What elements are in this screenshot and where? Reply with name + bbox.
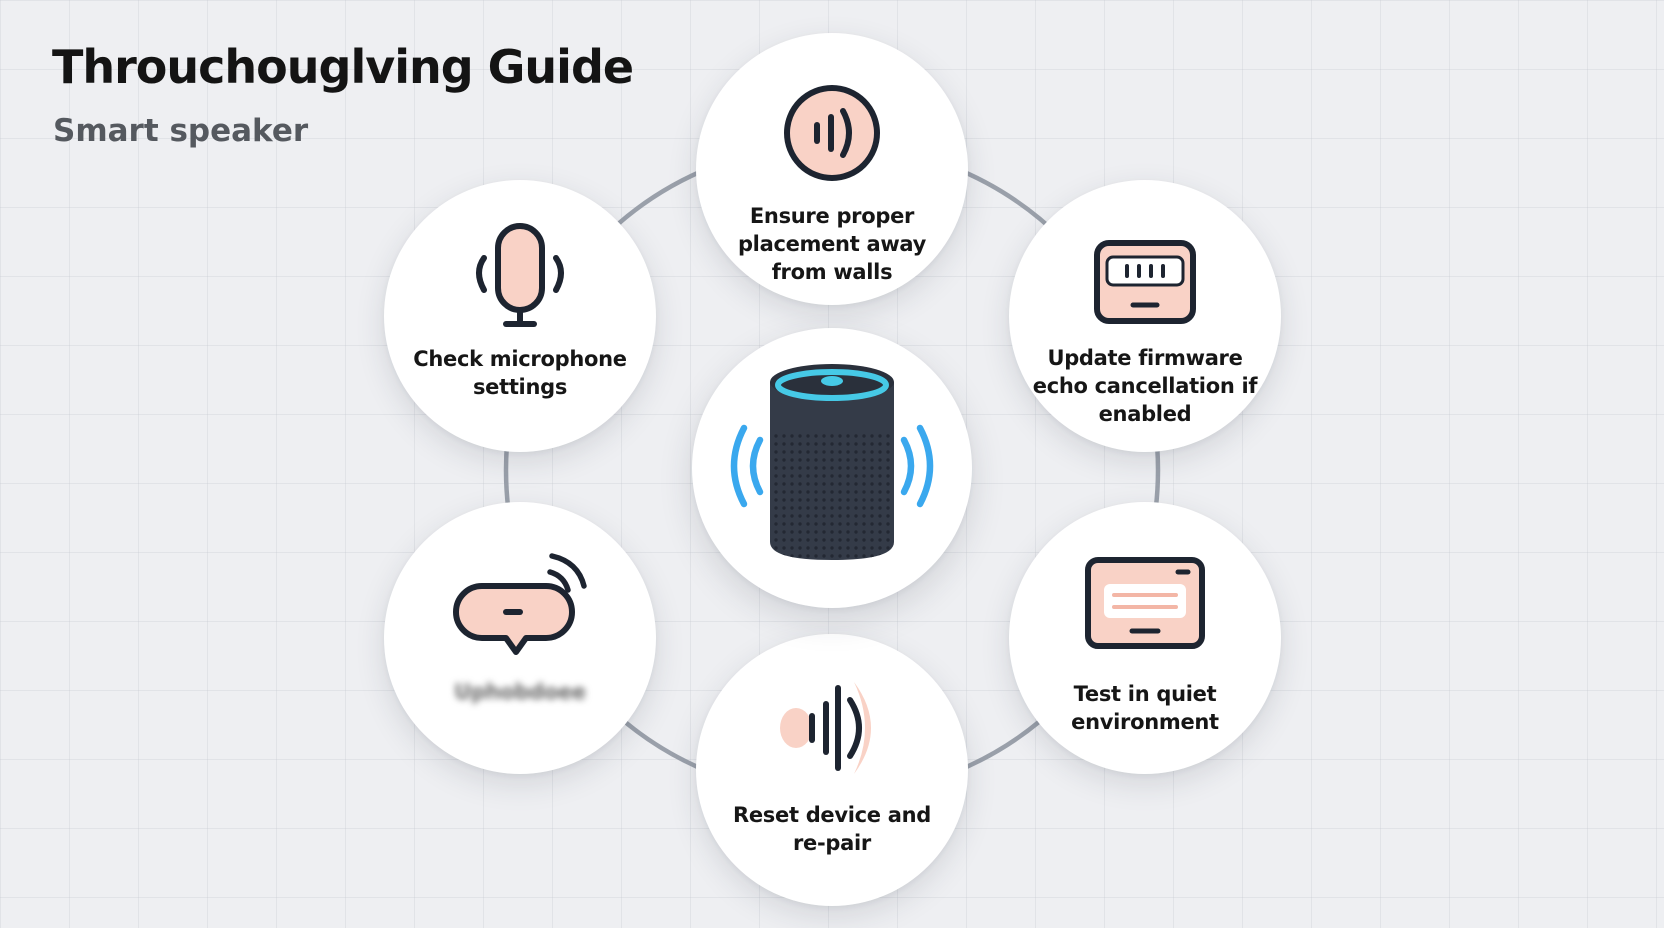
step-node-reset[interactable]: Reset device and re-pair — [696, 634, 968, 906]
page-subtitle: Smart speaker — [53, 113, 309, 149]
chat-bubble-icon — [453, 553, 587, 655]
step-node-blurred[interactable]: Uphobdoee — [384, 502, 656, 774]
step-node-placement[interactable]: Ensure proper placement away from walls — [696, 33, 968, 305]
smart-speaker-icon — [730, 364, 934, 560]
microphone-icon — [476, 223, 564, 327]
step-label: Test in quiet environment — [1071, 682, 1219, 734]
step-label: Reset device and re-pair — [732, 803, 932, 855]
device-display-icon — [1094, 240, 1196, 324]
step-node-firmware[interactable]: Update firmware echo cancellation if ena… — [1009, 180, 1281, 452]
page-title: Throuchouglving Guide — [52, 40, 634, 94]
sound-waves-icon — [780, 682, 871, 774]
step-label: Update firmware echo cancellation if ena… — [1032, 346, 1258, 426]
step-node-microphone[interactable]: Check microphone settings — [384, 180, 656, 452]
step-label: Check microphone settings — [413, 347, 627, 399]
step-label: Ensure proper placement away from walls — [737, 204, 927, 284]
step-label: Uphobdoee — [454, 680, 586, 704]
center-speaker-node — [692, 328, 972, 608]
sound-wave-icon — [784, 85, 880, 181]
step-node-quiet-test[interactable]: Test in quiet environment — [1009, 502, 1281, 774]
monitor-icon — [1085, 557, 1205, 649]
